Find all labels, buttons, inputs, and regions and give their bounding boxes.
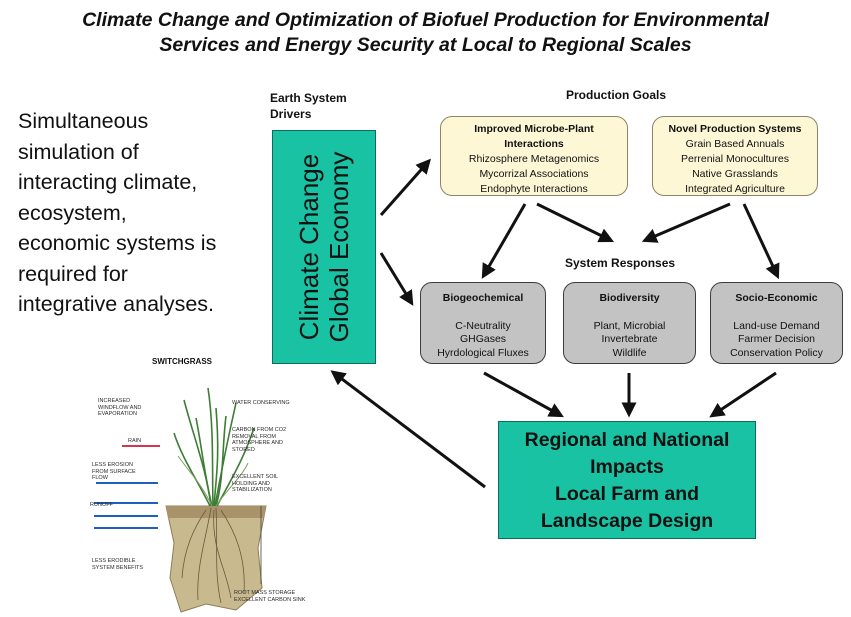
- left-text-line: economic systems is: [18, 231, 217, 255]
- response-box-title: Socio-Economic: [735, 292, 818, 304]
- switchgrass-illustration: [94, 387, 267, 613]
- response-item: Farmer Decision: [737, 333, 816, 345]
- left-text-line: ecosystem,: [18, 200, 127, 225]
- goal-item: Rhizosphere Metagenomics: [468, 153, 600, 165]
- goal-box-title: Interactions: [504, 138, 564, 150]
- goal-box-title: Novel Production Systems: [668, 123, 802, 135]
- production-goals-label: Production Goals: [566, 88, 667, 102]
- arrow-biogeochem-to-impacts: [483, 371, 564, 418]
- left-text-line: required for: [18, 261, 128, 286]
- goal-item: Mycorrizal Associations: [479, 168, 589, 180]
- response-item: GHGases: [459, 333, 507, 345]
- arrow-socio-to-impacts: [709, 371, 777, 418]
- drivers-label-line-2: Drivers: [270, 107, 312, 121]
- switchgrass-label: SWITCHGRASS: [152, 357, 212, 366]
- response-box-title: Biodiversity: [599, 292, 660, 304]
- switchgrass-note: INCREASED WINDFLOW AND EVAPORATION: [98, 398, 142, 417]
- left-text-line: simulation of: [18, 139, 139, 164]
- drivers-line-2: Global Economy: [324, 151, 354, 343]
- left-text-line: Simultaneous: [18, 109, 149, 133]
- response-box-socio-economic: Socio-Economic Land-use Demand Farmer De…: [710, 282, 843, 364]
- impacts-line-1: Regional and National: [524, 429, 730, 451]
- response-item: Invertebrate: [601, 333, 658, 345]
- response-item: Conservation Policy: [730, 346, 823, 359]
- impacts-line-2: Impacts: [590, 456, 664, 478]
- drivers-label-line-1: Earth System: [270, 91, 347, 105]
- switchgrass-note: RAIN: [128, 438, 142, 444]
- goal-item: Native Grasslands: [692, 168, 778, 180]
- arrow-goal2-to-center: [641, 202, 731, 243]
- goal-item: Endophyte Interactions: [480, 183, 588, 195]
- impacts-box: Regional and National Impacts Local Farm…: [498, 421, 756, 539]
- response-item: C-Neutrality: [455, 319, 511, 332]
- switchgrass-note: RUNOFF: [90, 502, 113, 508]
- left-description: Simultaneous simulation of interacting c…: [18, 106, 263, 320]
- goal-box-production-systems: Novel Production Systems Grain Based Ann…: [652, 116, 818, 196]
- left-text-line: interacting climate,: [18, 170, 198, 194]
- title-line-2: Services and Energy Security at Local to…: [159, 34, 692, 56]
- switchgrass-note: LESS EROSION FROM SURFACE FLOW: [92, 462, 136, 481]
- goal-box-title: Improved Microbe-Plant: [474, 123, 594, 135]
- drivers-text: Climate Change Global Economy: [294, 134, 354, 360]
- response-box-biogeochemical: Biogeochemical C-Neutrality GHGases Hyrd…: [420, 282, 546, 364]
- arrow-drivers-to-responses: [379, 252, 414, 306]
- switchgrass-note: WATER CONSERVING: [232, 400, 290, 406]
- system-responses-label: System Responses: [565, 256, 676, 270]
- response-box-biodiversity: Biodiversity Plant, Microbial Invertebra…: [563, 282, 696, 364]
- response-item: Wildlife: [612, 346, 647, 359]
- arrow-goal1-to-biogeochem: [481, 203, 527, 279]
- goal-item: Integrated Agriculture: [685, 183, 785, 195]
- response-item: Plant, Microbial: [593, 319, 666, 332]
- impacts-line-3: Local Farm and: [554, 483, 700, 505]
- diagram-title: Climate Change and Optimization of Biofu…: [0, 8, 851, 58]
- switchgrass-note: EXCELLENT SOIL HOLDING AND STABILIZATION: [232, 474, 278, 493]
- arrow-impacts-to-drivers: [330, 370, 486, 489]
- response-item: Land-use Demand: [733, 319, 820, 332]
- switchgrass-note: LESS ERODIBLE SYSTEM BENEFITS: [92, 558, 144, 571]
- drivers-box: Climate Change Global Economy: [272, 130, 376, 364]
- arrow-goal1-to-center: [536, 202, 615, 243]
- drivers-line-1: Climate Change: [294, 153, 324, 341]
- goal-box-microbe-plant: Improved Microbe-Plant Interactions Rhiz…: [440, 116, 628, 196]
- arrow-goal2-to-socio: [742, 203, 780, 280]
- goal-item: Grain Based Annuals: [685, 138, 785, 150]
- switchgrass-note: CARBON FROM CO2 REMOVAL FROM ATMOSPHERE …: [232, 427, 287, 453]
- drivers-label: Earth System Drivers: [270, 90, 380, 122]
- switchgrass-note: ROOT MASS STORAGE EXCELLENT CARBON SINK: [234, 590, 306, 603]
- goal-item: Perrenial Monocultures: [681, 153, 789, 165]
- response-box-title: Biogeochemical: [442, 292, 524, 304]
- arrow-drivers-to-goals: [379, 158, 431, 216]
- left-text-line: integrative analyses.: [18, 292, 214, 316]
- title-line-1: Climate Change and Optimization of Biofu…: [82, 9, 769, 31]
- impacts-line-4: Landscape Design: [540, 510, 714, 532]
- response-item: Hyrdological Fluxes: [437, 346, 529, 359]
